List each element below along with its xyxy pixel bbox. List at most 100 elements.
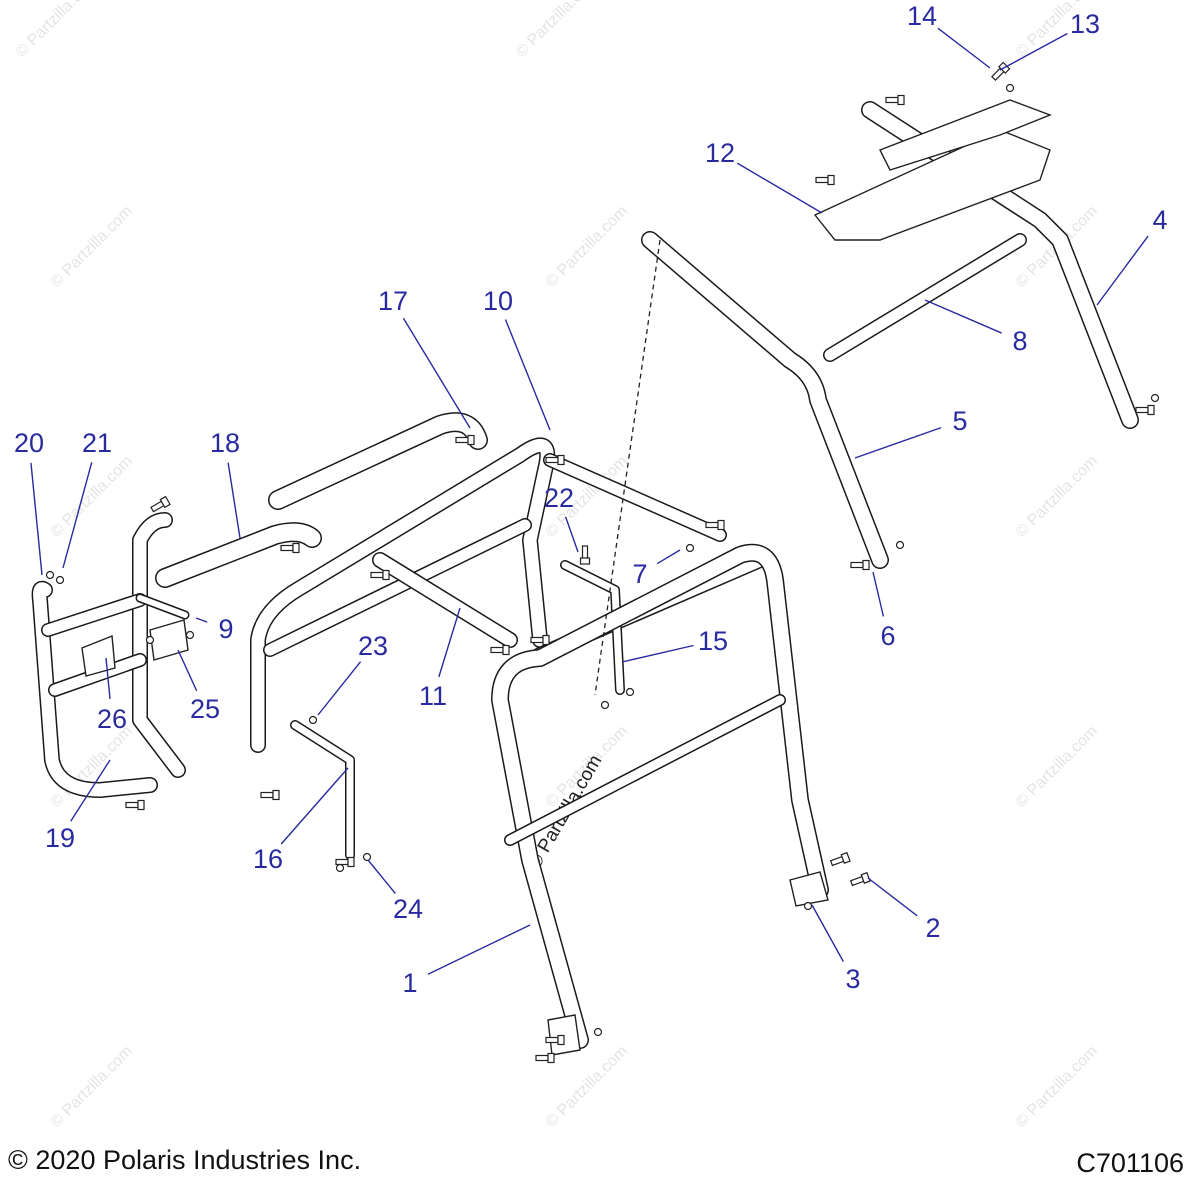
callout-number: 23 [358,631,388,661]
bolt [335,856,355,868]
bolt [280,542,300,554]
bolt [815,174,835,186]
callout-leader-line [177,649,198,692]
callout-leader-line [62,462,93,569]
nut [335,863,345,873]
callout-leader-line [854,426,942,459]
roof-side-tube-17 [268,412,488,510]
watermark-text: © Partzilla.com [543,1043,631,1131]
callout-leader-line [1096,235,1149,306]
rear-frame-crossbar-upper [41,593,147,637]
front-lower-tube [504,694,786,846]
callout-4: 4 [1096,205,1168,306]
callout-leader-line [280,767,349,845]
callout-19: 19 [45,759,111,853]
bolt [545,454,565,466]
callout-number: 20 [14,428,44,458]
watermark-text: © Partzilla.com [1013,1043,1101,1131]
front-grab-bar-15 [560,560,625,695]
callout-number: 7 [632,559,647,589]
nut [308,715,318,725]
callout-number: 5 [952,406,967,436]
bolt [490,644,510,656]
callout-7: 7 [632,549,681,589]
callout-number: 9 [218,614,233,644]
rear-frame-strap-9 [135,593,190,620]
callout-9: 9 [195,614,234,644]
callout-6: 6 [872,571,896,651]
bolt [849,871,871,887]
callout-17: 17 [378,286,471,429]
callout-number: 15 [698,626,728,656]
callout-number: 21 [82,428,112,458]
callout-leader-line [402,317,471,429]
callout-1: 1 [402,924,531,998]
watermark-text: © Partzilla.com [513,0,601,61]
callout-leader-line [227,462,241,539]
callout-8: 8 [924,299,1028,356]
callout-number: 19 [45,823,75,853]
bolt [370,569,390,581]
callout-leader-line [811,904,844,962]
callout-leader-line [937,27,991,69]
callout-leader-line [736,162,823,214]
nut [362,852,372,862]
watermark-text: © Partzilla.com [13,0,101,61]
bolt [535,1052,555,1064]
nut [55,575,65,585]
callout-number: 26 [97,704,127,734]
callout-leader-line [867,877,918,917]
rear-frame-right-leg [132,512,186,778]
callout-21: 21 [62,428,112,569]
nut [145,635,155,645]
nut [803,901,813,911]
watermark-text: © Partzilla.com [48,1043,136,1131]
callout-number: 2 [925,913,940,943]
callout-23: 23 [317,631,388,716]
rear-frame-left-leg [31,580,158,798]
alignment-dashed-line [594,239,661,696]
callout-leader-line [427,924,531,975]
bolt [885,94,905,106]
callout-leader-line [564,516,579,553]
callout-leader-line [30,462,43,576]
watermark-text: © Partzilla.com [48,203,136,291]
callout-16: 16 [253,767,349,874]
callout-3: 3 [811,904,861,994]
callout-number: 10 [483,286,513,316]
watermark-text: © Partzilla.com [543,203,631,291]
cross-brace-8 [823,233,1027,362]
bolt [991,61,1011,81]
callout-18: 18 [210,428,241,539]
bolt [579,545,591,565]
callout-number: 24 [393,894,423,924]
copyright-notice: © 2020 Polaris Industries Inc. [8,1145,362,1175]
front-hoop-1 [491,543,829,1049]
callout-11: 11 [419,607,461,711]
callout-leader-line [872,571,885,617]
callout-leader-line [504,319,551,431]
center-cross-tube-11 [372,552,518,648]
callout-number: 4 [1152,205,1167,235]
watermark-text: © Partzilla.com [1013,453,1101,541]
bolt [545,1034,565,1046]
upper-front-cross-tube [543,453,727,542]
callout-number: 18 [210,428,240,458]
a-pillar-5 [641,231,889,569]
nut [1005,83,1015,93]
nut [1150,393,1160,403]
callout-26: 26 [97,657,127,734]
callout-number: 17 [378,286,408,316]
callout-24: 24 [367,859,423,924]
nut [600,700,610,710]
nut [625,687,635,697]
diagram-code: C701106 [1076,1148,1184,1178]
roll-cage-parts [31,61,1160,1064]
callout-leader-line [195,617,208,623]
bolt [150,495,171,513]
callout-15: 15 [621,626,728,663]
roof-cross-tube [263,518,532,657]
callout-leader-line [317,661,362,716]
